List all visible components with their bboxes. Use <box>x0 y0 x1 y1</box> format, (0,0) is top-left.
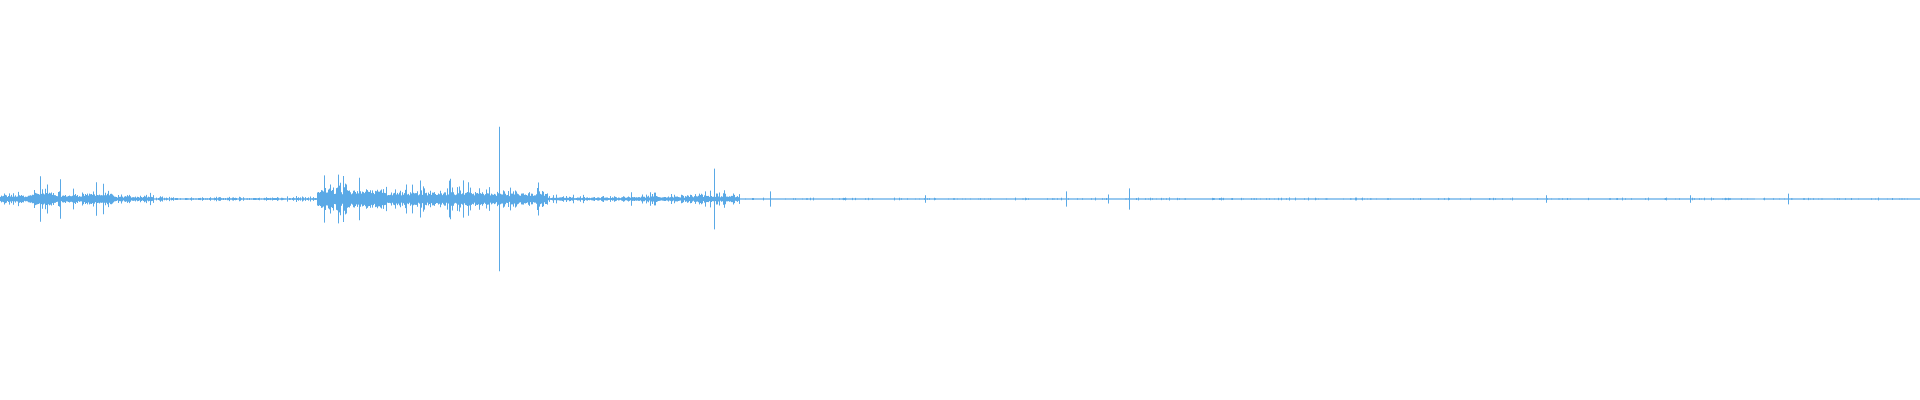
waveform-bars <box>0 126 1920 272</box>
